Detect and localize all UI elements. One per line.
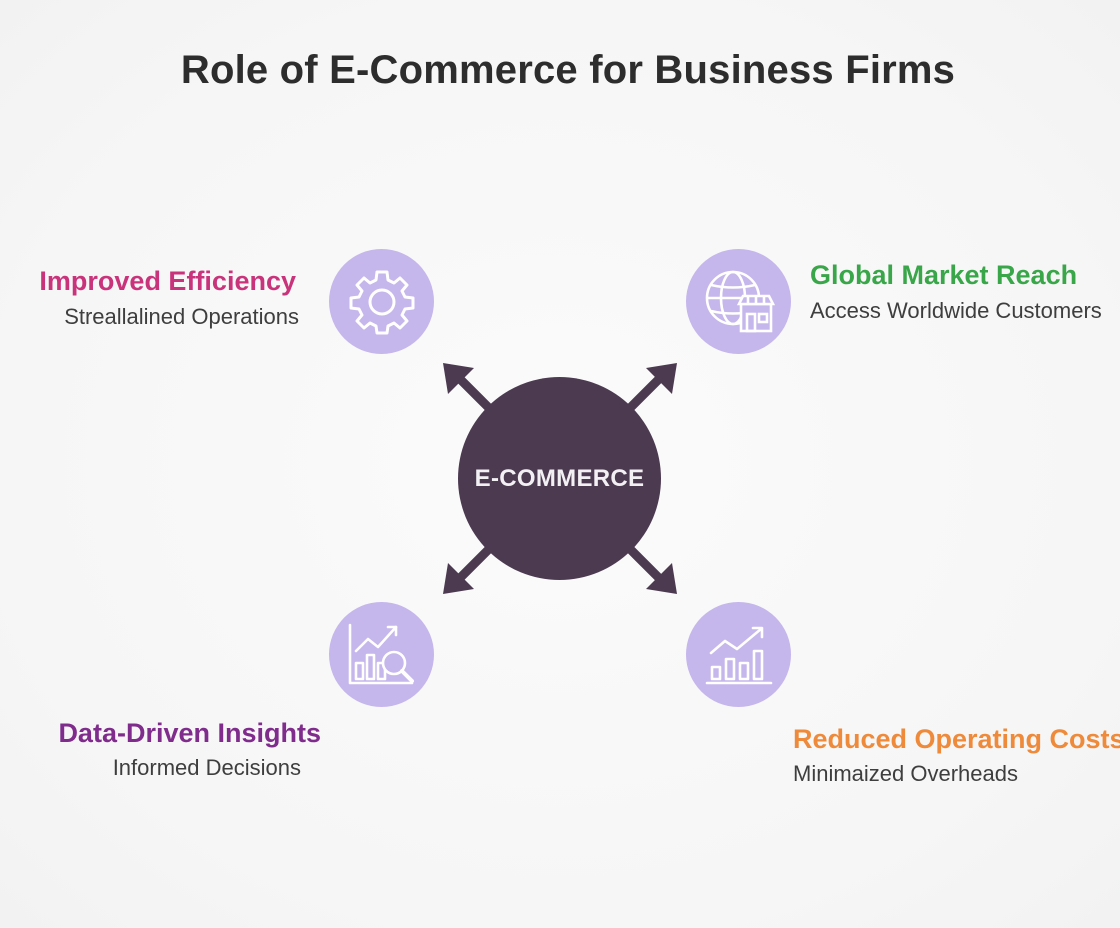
efficiency-title: Improved Efficiency <box>39 266 296 296</box>
center-hub: E-COMMERCE <box>458 377 661 580</box>
global-reach-icon-circle <box>686 249 791 354</box>
efficiency-subtitle: Streallalined Operations <box>64 304 299 329</box>
global-reach-subtitle: Access Worldwide Customers <box>810 298 1102 323</box>
chart-magnifier-icon <box>348 623 414 684</box>
costs-icon-circle <box>686 602 791 707</box>
globe-store-icon <box>705 270 775 332</box>
arrow-bottom-right <box>620 539 677 594</box>
efficiency-icon-circle <box>329 249 434 354</box>
gear-icon <box>349 270 414 334</box>
growth-chart-icon <box>705 626 772 684</box>
arrow-top-right <box>620 363 677 418</box>
global-reach-title: Global Market Reach <box>810 260 1078 290</box>
page-title: Role of E-Commerce for Business Firms <box>180 48 956 92</box>
costs-title: Reduced Operating Costs <box>793 724 1120 754</box>
insights-subtitle: Informed Decisions <box>112 755 301 780</box>
insights-icon-circle <box>329 602 434 707</box>
center-hub-label: E-COMMERCE <box>474 464 645 492</box>
insights-title: Data-Driven Insights <box>58 718 321 748</box>
costs-subtitle: Minimaized Overheads <box>793 761 1018 786</box>
